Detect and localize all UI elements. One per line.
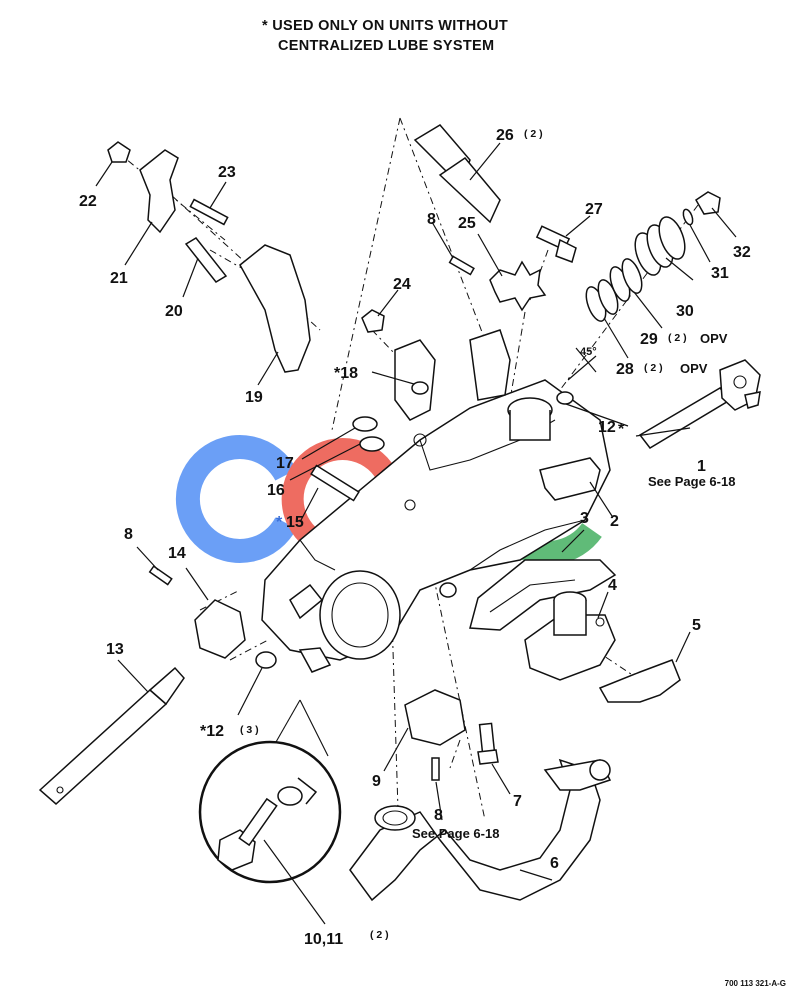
callout-28: 28: [616, 361, 634, 378]
star-15: *: [276, 514, 283, 531]
qty-26: ( 2 ): [524, 128, 543, 140]
callout-15: 15: [286, 514, 304, 531]
callout-2: 2: [610, 513, 619, 530]
part-8-pin-left: [148, 565, 173, 586]
angle-45-label: 45°: [580, 346, 597, 358]
callout-10-11: 10,11: [304, 931, 343, 948]
callout-22: 22: [79, 193, 97, 210]
callout-17: 17: [276, 455, 294, 472]
part-16-ring: [359, 436, 385, 452]
callout-8-bottom: 8: [434, 807, 443, 824]
part-8-pin-top: [448, 255, 475, 276]
part-25-gear: [489, 260, 547, 312]
callout-1: 1: [697, 458, 706, 475]
part-1-shaft: [638, 359, 761, 449]
watermark-letter-c-blue: [175, 435, 297, 563]
part-18-fitting: [411, 381, 429, 395]
part-23-bolt: [189, 198, 229, 226]
part-4-spindle: [524, 591, 616, 681]
callout-3: 3: [580, 510, 589, 527]
callout-24: 24: [393, 276, 411, 293]
see-page-note-1: See Page 6-18: [648, 474, 735, 489]
callout-29: 29: [640, 331, 658, 348]
parts-28-32-stack: [585, 191, 721, 322]
part-15-stud: [310, 464, 360, 502]
callout-8-top: 8: [427, 211, 436, 228]
callout-8-left: 8: [124, 526, 133, 543]
zoom-detail-10-11: [198, 699, 342, 884]
opv-29: OPV: [700, 331, 728, 346]
callout-31: 31: [711, 265, 729, 282]
part-19-lever: [239, 244, 311, 373]
callout-27: 27: [585, 201, 603, 218]
part-7-bolt: [477, 722, 499, 765]
callout-12-right: 12: [598, 419, 616, 436]
see-page-note-8: See Page 6-18: [412, 826, 499, 841]
callout-5: 5: [692, 617, 701, 634]
callout-30: 30: [676, 303, 694, 320]
callout-23: 23: [218, 164, 236, 181]
part-17-seal: [352, 416, 378, 432]
main-housing: [261, 329, 617, 673]
part-8-pin-bottom: [431, 757, 440, 781]
header-line-1: * USED ONLY ON UNITS WITHOUT: [262, 18, 509, 34]
part-27-bolt: [535, 225, 577, 263]
header-line-2: CENTRALIZED LUBE SYSTEM: [278, 38, 495, 54]
callout-13: 13: [106, 641, 124, 658]
qty-12-left: ( 3 ): [240, 724, 259, 736]
part-9-block: [404, 689, 466, 746]
part-12-fittings: [255, 391, 574, 669]
callout-18: *18: [334, 365, 358, 382]
qty-28: ( 2 ): [644, 362, 663, 374]
figure-number: 700 113 321-A-G: [724, 979, 786, 988]
part-13-shaft: [38, 666, 185, 806]
part-22-nut: [107, 141, 131, 163]
callout-4: 4: [608, 577, 617, 594]
callout-6: 6: [550, 855, 559, 872]
part-20-sleeve: [184, 237, 228, 283]
callout-25: 25: [458, 215, 476, 232]
callout-7: 7: [513, 793, 522, 810]
part-6-lower-arm: [349, 758, 612, 902]
callout-19: 19: [245, 389, 263, 406]
part-14-coupling: [194, 599, 246, 659]
part-5-shim: [598, 659, 681, 703]
star-12-right: *: [618, 421, 625, 438]
callout-26: 26: [496, 127, 514, 144]
callout-labels: 1 See Page 6-18 2 3 4 5 6 7 8 See Page 6…: [79, 127, 751, 948]
leader-lines: [95, 142, 737, 925]
part-26-wedge-lower: [438, 156, 501, 224]
callout-16: 16: [267, 482, 285, 499]
qty-10-11: ( 2 ): [370, 929, 389, 941]
qty-29: ( 2 ): [668, 332, 687, 344]
callout-20: 20: [165, 303, 183, 320]
callout-32: 32: [733, 244, 751, 261]
callout-9: 9: [372, 773, 381, 790]
callout-12-left: *12: [200, 723, 224, 740]
part-21-clip: [139, 149, 179, 234]
callout-21: 21: [110, 270, 128, 287]
opv-28: OPV: [680, 361, 708, 376]
callout-14: 14: [168, 545, 186, 562]
